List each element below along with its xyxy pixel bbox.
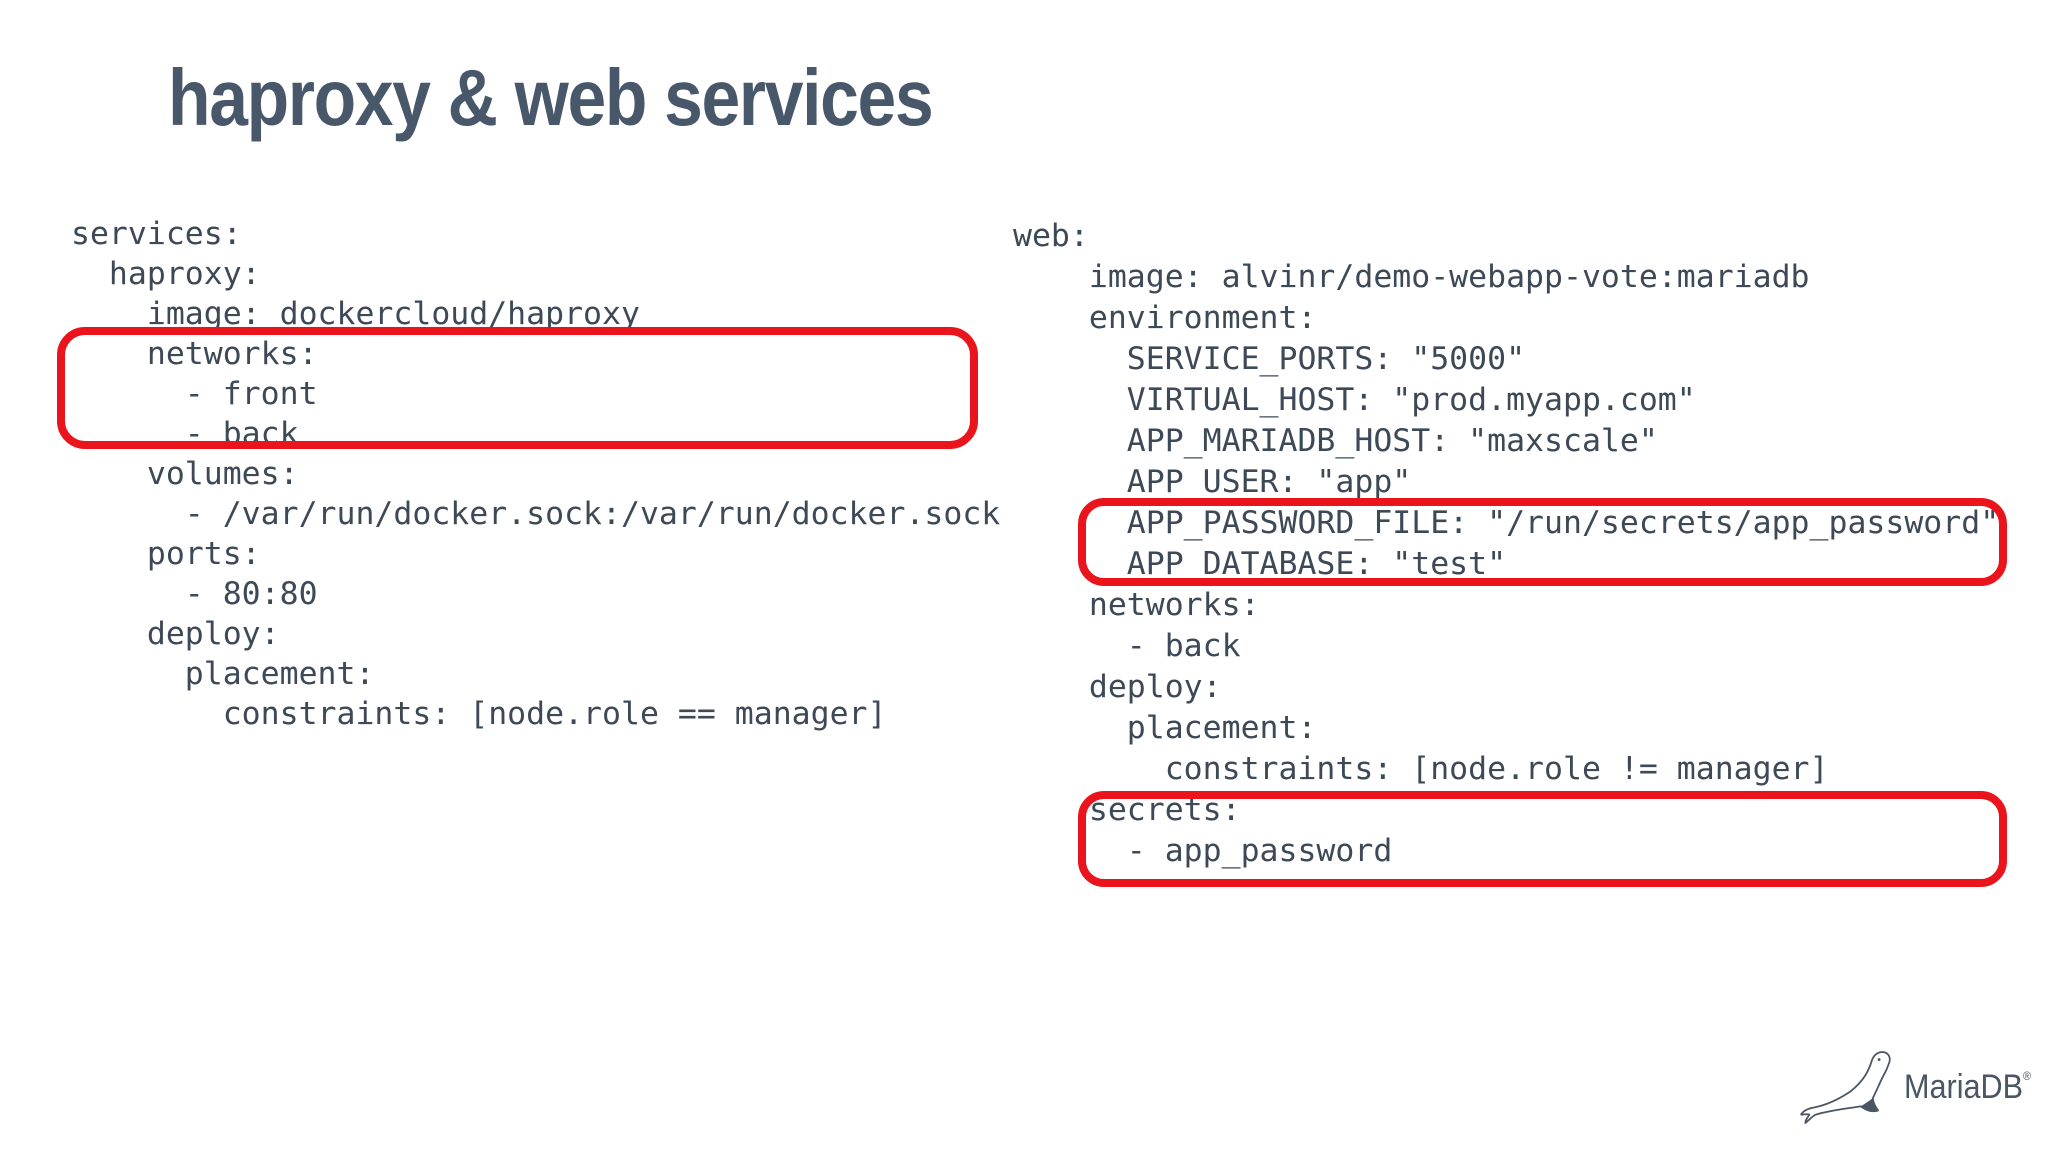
haproxy-yaml-code: services: haproxy: image: dockercloud/ha…	[71, 216, 1001, 732]
slide-title: haproxy & web services	[168, 53, 934, 142]
mariadb-seal-icon	[1800, 1051, 1891, 1124]
mariadb-logo: MariaDB®	[1798, 1046, 2045, 1124]
web-yaml-code: web: image: alvinr/demo-webapp-vote:mari…	[1013, 218, 2000, 869]
mariadb-wordmark: MariaDB®	[1904, 1068, 2031, 1107]
registered-trademark: ®	[2023, 1069, 2031, 1083]
mariadb-brand-text: MariaDB	[1904, 1068, 2024, 1106]
